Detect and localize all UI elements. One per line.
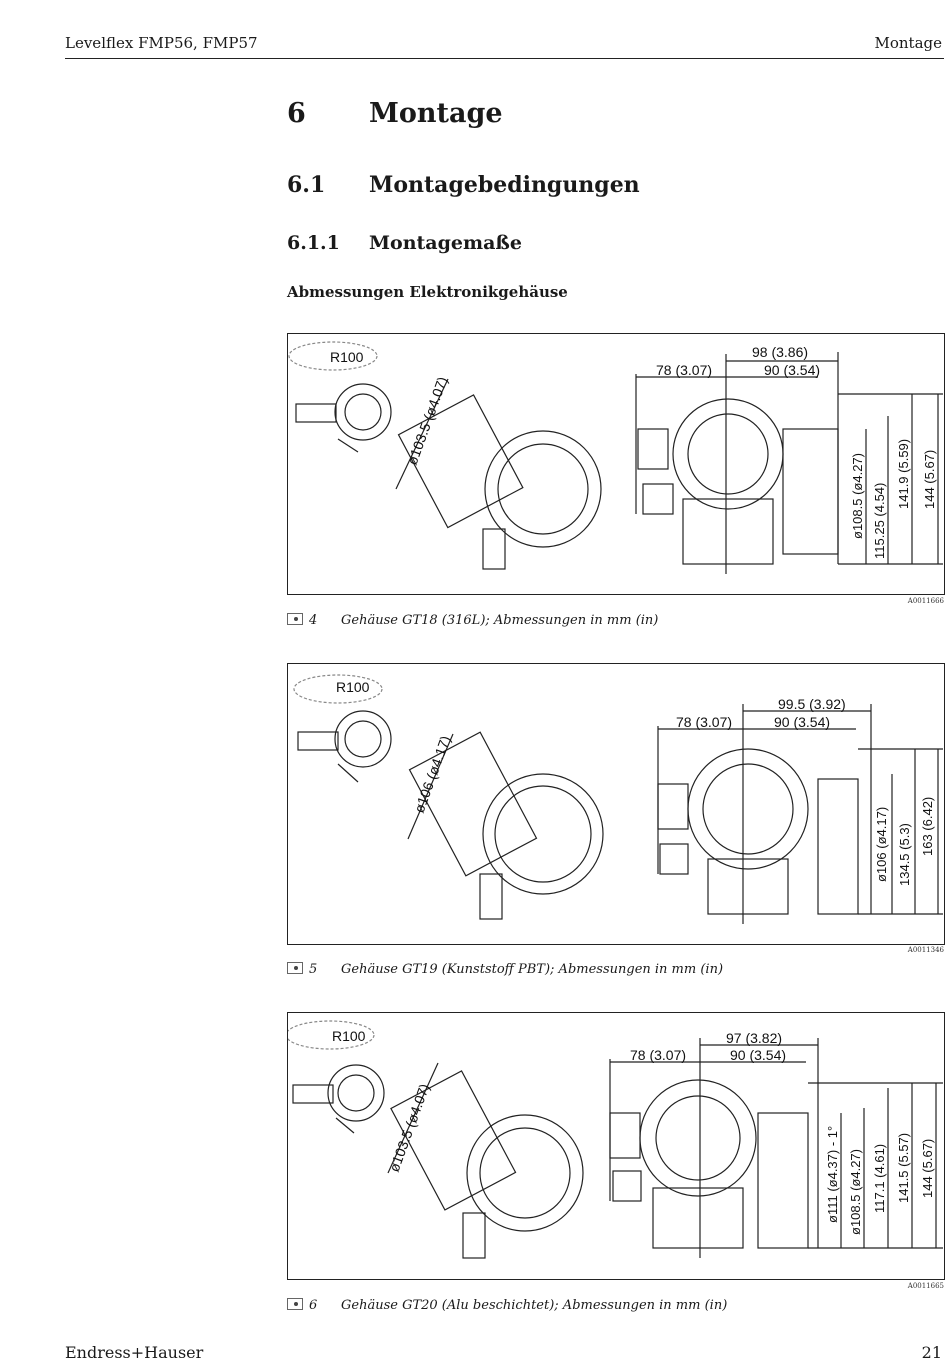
page-number: 21 (921, 1343, 942, 1362)
heading-3-title: Montagemaße (369, 232, 522, 254)
fig4-diam-iso: ø103.5 (ø4.07) (404, 375, 451, 467)
fig6-diam-iso: ø103.5 (ø4.07) (386, 1082, 433, 1174)
fig4-id: A0011666 (907, 597, 944, 605)
fig6-caption-text: Gehäuse GT20 (Alu beschichtet); Abmessun… (341, 1298, 728, 1313)
figure-gt19-drawing: R100 ø106 (ø4.17) 99.5 (3.92) 78 (3.07) … (293, 674, 943, 924)
figure-gt20: R100 ø103.5 (ø4.07) 97 (3.82) 78 (3.07) … (287, 1012, 945, 1280)
fig4-caption: 4 Gehäuse GT18 (316L); Abmessungen in mm … (287, 613, 658, 628)
fig6-caption: 6 Gehäuse GT20 (Alu beschichtet); Abmessu… (287, 1298, 727, 1313)
fig6-vdim-5: 144 (5.67) (920, 1139, 935, 1198)
footer-left: Endress+Hauser (65, 1343, 204, 1362)
fig5-caption-text: Gehäuse GT19 (Kunststoff PBT); Abmessung… (341, 962, 724, 977)
fig6-dim-top: 97 (3.82) (726, 1030, 782, 1046)
fig5-dim-mid: 90 (3.54) (774, 714, 830, 730)
heading-3-number: 6.1.1 (287, 232, 340, 254)
fig4-vdim-3: 141.9 (5.59) (896, 439, 911, 509)
fig6-vdim-3: 117.1 (4.61) (872, 1144, 887, 1213)
figure-gt18-drawing: R100 ø103.5 (ø4.07) 98 (3.86) 78 (3.07) … (288, 341, 943, 574)
fig6-number: 6 (309, 1298, 318, 1313)
figure-icon (287, 613, 303, 625)
fig5-vdim-3: 163 (6.42) (920, 797, 935, 856)
fig4-radius: R100 (330, 349, 364, 365)
header-rule (65, 58, 944, 59)
fig5-vdim-2: 134.5 (5.3) (897, 823, 912, 886)
fig5-vdim-1: ø106 (ø4.17) (874, 807, 889, 882)
fig5-id: A0011346 (907, 946, 944, 954)
heading-1-title: Montage (369, 98, 503, 129)
fig6-dim-left: 78 (3.07) (630, 1047, 686, 1063)
fig5-dim-left: 78 (3.07) (676, 714, 732, 730)
fig4-caption-text: Gehäuse GT18 (316L); Abmessungen in mm (… (341, 613, 659, 628)
fig6-vdim-2: ø108.5 (ø4.27) (848, 1149, 863, 1235)
heading-2-title: Montagebedingungen (369, 172, 640, 198)
figure-icon (287, 962, 303, 974)
heading-1-number: 6 (287, 98, 306, 129)
fig4-dim-left: 78 (3.07) (656, 362, 712, 378)
fig4-vdim-2: 115.25 (4.54) (872, 483, 887, 559)
fig4-vdim-1: ø108.5 (ø4.27) (850, 453, 865, 539)
fig5-radius: R100 (336, 679, 370, 695)
fig4-dim-mid: 90 (3.54) (764, 362, 820, 378)
header-right: Montage (874, 34, 943, 52)
figure-icon (287, 1298, 303, 1310)
fig5-number: 5 (309, 962, 318, 977)
fig4-number: 4 (309, 613, 318, 628)
fig6-dim-mid: 90 (3.54) (730, 1047, 786, 1063)
fig5-dim-top: 99.5 (3.92) (778, 696, 846, 712)
header-left: Levelflex FMP56, FMP57 (65, 34, 258, 52)
figure-gt20-drawing: R100 ø103.5 (ø4.07) 97 (3.82) 78 (3.07) … (288, 1020, 943, 1259)
figure-gt19: R100 ø106 (ø4.17) 99.5 (3.92) 78 (3.07) … (287, 663, 945, 945)
heading-4: Abmessungen Elektronikgehäuse (287, 283, 568, 301)
fig5-caption: 5 Gehäuse GT19 (Kunststoff PBT); Abmessun… (287, 962, 723, 977)
figure-gt18: R100 ø103.5 (ø4.07) 98 (3.86) 78 (3.07) … (287, 333, 945, 595)
fig6-vdim-1: ø111 (ø4.37) - 1° (825, 1126, 840, 1223)
fig4-vdim-4: 144 (5.67) (922, 450, 937, 509)
fig6-radius: R100 (332, 1028, 366, 1044)
fig4-dim-top: 98 (3.86) (752, 344, 808, 360)
heading-2-number: 6.1 (287, 172, 326, 198)
fig6-id: A0011665 (907, 1282, 944, 1290)
fig6-vdim-4: 141.5 (5.57) (896, 1133, 911, 1203)
fig5-diam-iso: ø106 (ø4.17) (411, 733, 454, 815)
